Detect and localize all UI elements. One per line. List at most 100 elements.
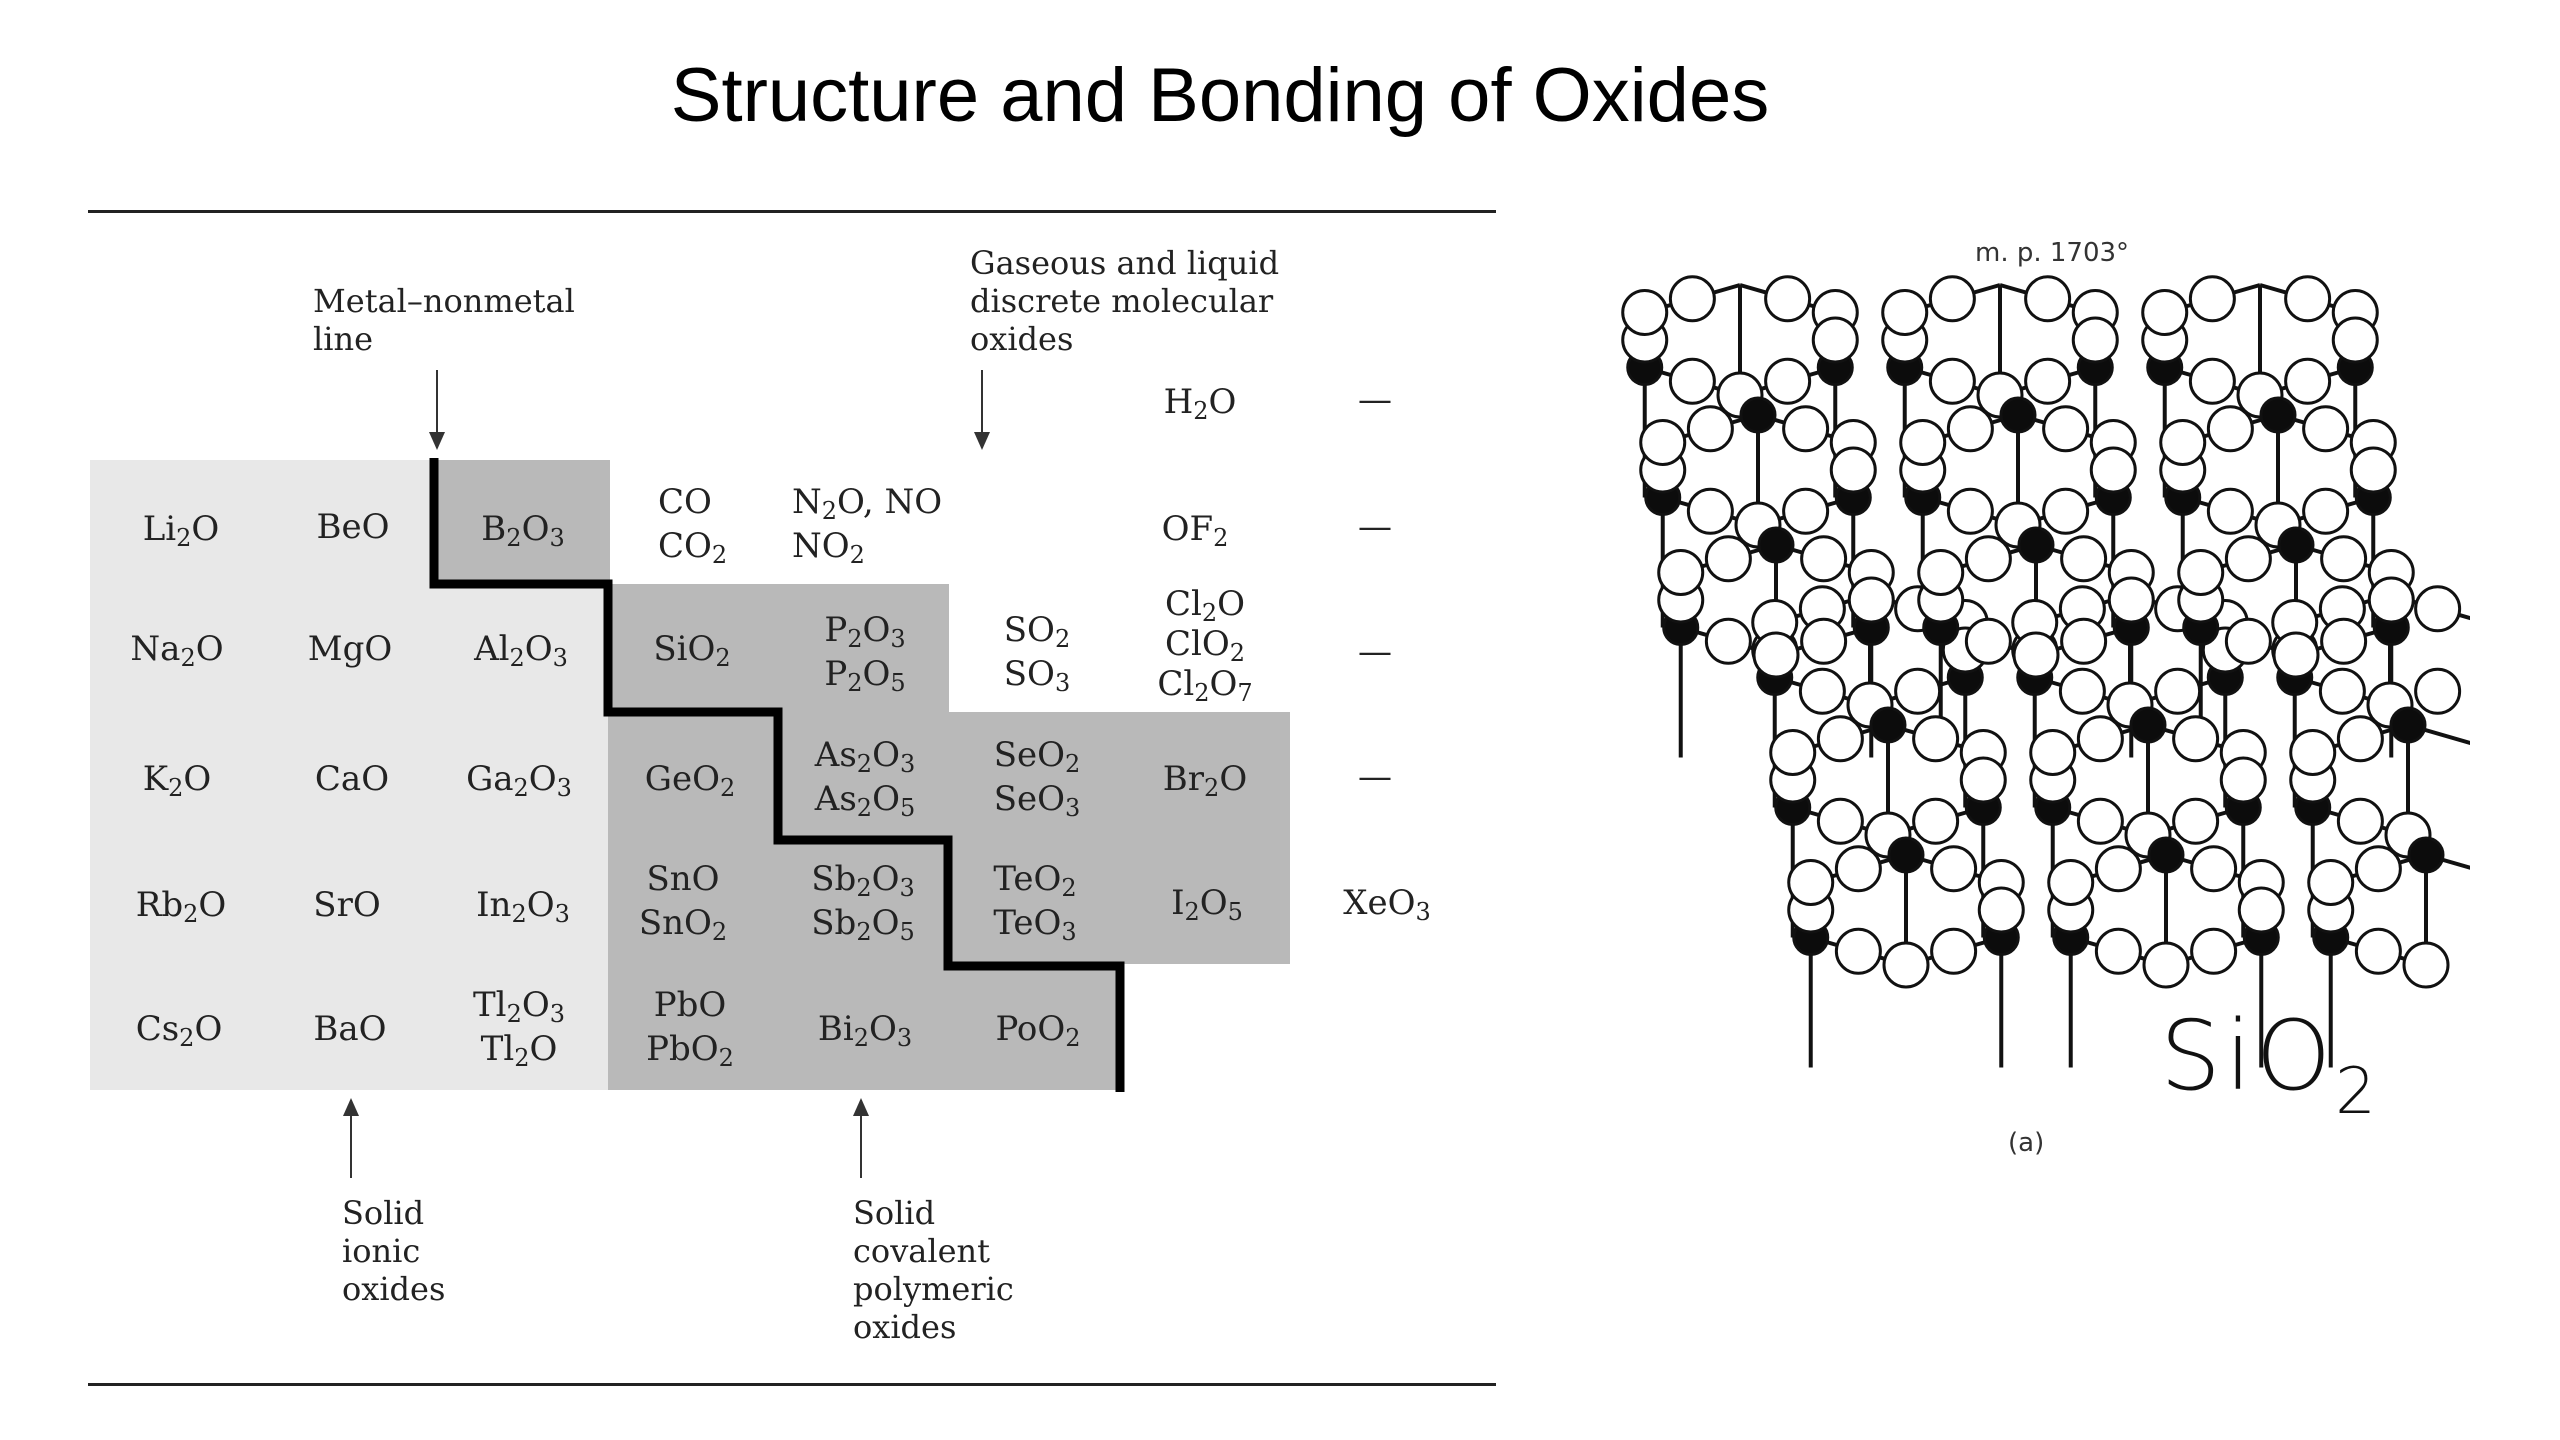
silicon-atom [1887, 836, 1925, 874]
oxygen-atom [1668, 357, 1716, 405]
oxygen-atom [1930, 845, 1978, 893]
oxide-of2: OF2 [1161, 509, 1229, 552]
oxide-poo2: PoO2 [995, 1009, 1081, 1052]
oxygen-atom [1930, 927, 1978, 975]
oxygen-atom [2354, 927, 2402, 975]
oxygen-atom [2414, 585, 2462, 633]
silicon-atom [2017, 526, 2055, 564]
top-rule [88, 210, 1496, 213]
oxide-li2o: Li2O [142, 509, 220, 552]
slide-title: Structure and Bonding of Oxides [670, 53, 1770, 138]
oxygen-atom [2302, 487, 2350, 535]
label-metal-nonmetal: Metal–nonmetal line [313, 282, 575, 358]
oxygen-atom [2071, 316, 2119, 364]
oxide-na2o: Na2O [130, 629, 224, 672]
oxide-sio2: SiO2 [653, 629, 731, 672]
oxygen-atom [2402, 941, 2450, 989]
oxygen-atom [1621, 289, 1669, 336]
oxygen-atom [1639, 419, 1687, 466]
oxygen-atom [2107, 576, 2155, 624]
oxygen-atom [1657, 549, 1705, 596]
silicon-atom [2277, 526, 2315, 564]
covalent-zone-right-a [948, 712, 1120, 1090]
oxygen-atom [1964, 617, 2012, 665]
oxide-al2o3: Al2O3 [474, 629, 568, 672]
oxygen-atom [1800, 535, 1848, 583]
oxygen-atom [1928, 275, 1976, 323]
silicon-atom [1999, 396, 2037, 434]
oxygen-atom [1787, 859, 1835, 906]
silicon-atom [2259, 396, 2297, 434]
dash-row2: — [1358, 632, 1392, 672]
oxygen-atom [1782, 405, 1830, 453]
oxygen-atom [2024, 357, 2072, 405]
oxygen-atom [2331, 316, 2379, 364]
oxide-bao: BaO [313, 1009, 387, 1049]
oxygen-atom [2154, 667, 2202, 715]
oxygen-atom [2094, 845, 2142, 893]
oxygen-atom [1811, 316, 1859, 364]
oxygen-atom [2159, 419, 2207, 466]
oxygen-atom [2284, 275, 2332, 323]
oxygen-atom [1946, 405, 1994, 453]
oxygen-atom [2336, 715, 2384, 763]
silicon-atom [2147, 836, 2185, 874]
oxygen-atom [1899, 419, 1947, 466]
oxygen-atom [1917, 549, 1965, 596]
oxygen-atom [2047, 859, 2095, 906]
oxygen-atom [1686, 405, 1734, 453]
silicon-atom [2407, 836, 2445, 874]
oxygen-atom [1800, 617, 1848, 665]
oxygen-atom [1704, 617, 1752, 665]
oxygen-atom [2172, 715, 2220, 763]
oxide-br2o: Br2O [1162, 759, 1248, 802]
oxygen-atom [2042, 405, 2090, 453]
oxygen-atom [2414, 667, 2462, 715]
oxygen-atom [2190, 845, 2238, 893]
oxygen-atom [2302, 405, 2350, 453]
oxygen-atom [2318, 667, 2366, 715]
covalent-zone-right-b [1118, 712, 1290, 964]
oxygen-atom [2042, 487, 2090, 535]
oxygen-atom [2219, 756, 2267, 804]
oxygen-atom [1964, 535, 2012, 583]
oxygen-atom [2172, 797, 2220, 845]
oxygen-atom [1834, 845, 1882, 893]
dash-row3: — [1358, 757, 1392, 797]
label-gaseous-oxides: Gaseous and liquid discrete molecular ox… [970, 244, 1280, 358]
oxygen-atom [2237, 886, 2285, 934]
bottom-rule [88, 1383, 1496, 1386]
oxygen-atom [2272, 631, 2320, 679]
oxygen-atom [1686, 487, 1734, 535]
oxygen-atom [2141, 289, 2189, 336]
oxygen-atom [2024, 275, 2072, 323]
silicon-atom [2389, 706, 2427, 744]
oxygen-atom [2206, 405, 2254, 453]
arrow-gaseous [974, 370, 990, 450]
oxide-cao: CaO [314, 759, 390, 799]
oxide-cs2o: Cs2O [135, 1009, 223, 1052]
oxygen-atom [2060, 617, 2108, 665]
oxide-k2o: K2O [142, 759, 212, 802]
oxygen-atom [1946, 487, 1994, 535]
silicon-atom [1739, 396, 1777, 434]
oxygen-atom [2188, 275, 2236, 323]
oxide-ga2o3: Ga2O3 [466, 759, 572, 802]
oxygen-atom [2058, 667, 2106, 715]
oxygen-atom [2076, 715, 2124, 763]
melting-point-label: m. p. 1703° [1975, 238, 2130, 268]
oxide-bi2o3: Bi2O3 [817, 1009, 913, 1052]
oxygen-atom [1668, 275, 1716, 323]
oxygen-atom [2320, 535, 2368, 583]
oxygen-atom [2060, 535, 2108, 583]
